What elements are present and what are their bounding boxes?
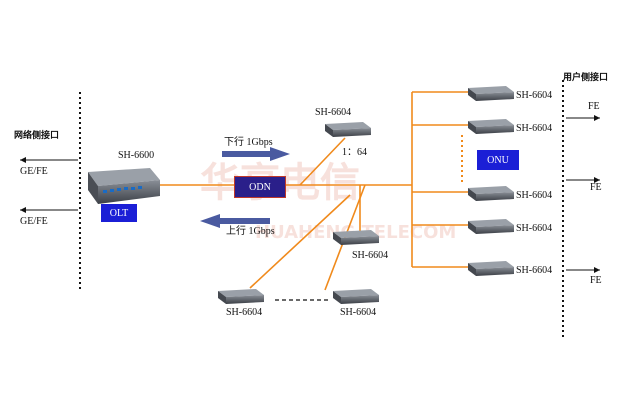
fe-label-3: FE: [590, 275, 602, 286]
onu-device-bottom-left: [218, 289, 264, 304]
network-side-label: 网络侧接口: [14, 131, 60, 141]
fiber-lines: [155, 91, 470, 291]
odn-box: ODN: [234, 176, 286, 198]
user-side-label: 用户侧接口: [563, 73, 609, 83]
onu-devices: [218, 86, 514, 304]
downlink-arrow: [222, 147, 290, 161]
olt-model-label: SH-6600: [118, 150, 155, 161]
fe-label-1: FE: [588, 101, 600, 112]
onu-label-mid-center: SH-6604: [352, 250, 389, 261]
onu-label-right-4: SH-6604: [516, 223, 553, 234]
olt-device: [88, 168, 160, 204]
onu-device-right-4: [468, 219, 514, 234]
fe-label-2: FE: [590, 182, 602, 193]
split-ratio-label: 1：64: [342, 147, 367, 158]
onu-label-top-center: SH-6604: [315, 107, 352, 118]
onu-label-bottom-right: SH-6604: [340, 307, 377, 318]
onu-device-bottom-right: [333, 289, 379, 304]
onu-label-right-2: SH-6604: [516, 123, 553, 134]
onu-device-top-center: [325, 122, 371, 137]
onu-label-right-3: SH-6604: [516, 190, 553, 201]
onu-device-right-5: [468, 261, 514, 276]
onu-label-right-1: SH-6604: [516, 90, 553, 101]
ge-fe-bottom-label: GE/FE: [20, 216, 48, 227]
uplink-arrow: [200, 214, 270, 228]
onu-label-right-5: SH-6604: [516, 265, 553, 276]
onu-device-right-2: [468, 119, 514, 134]
onu-label-bottom-left: SH-6604: [226, 307, 263, 318]
downlink-label: 下行 1Gbps: [224, 137, 273, 148]
onu-box: ONU: [477, 150, 519, 170]
onu-device-right-3: [468, 186, 514, 201]
onu-device-mid-center: [333, 230, 379, 245]
onu-device-right-1: [468, 86, 514, 101]
ge-fe-top-label: GE/FE: [20, 166, 48, 177]
uplink-label: 上行 1Gbps: [226, 226, 275, 237]
olt-box: OLT: [101, 204, 137, 222]
